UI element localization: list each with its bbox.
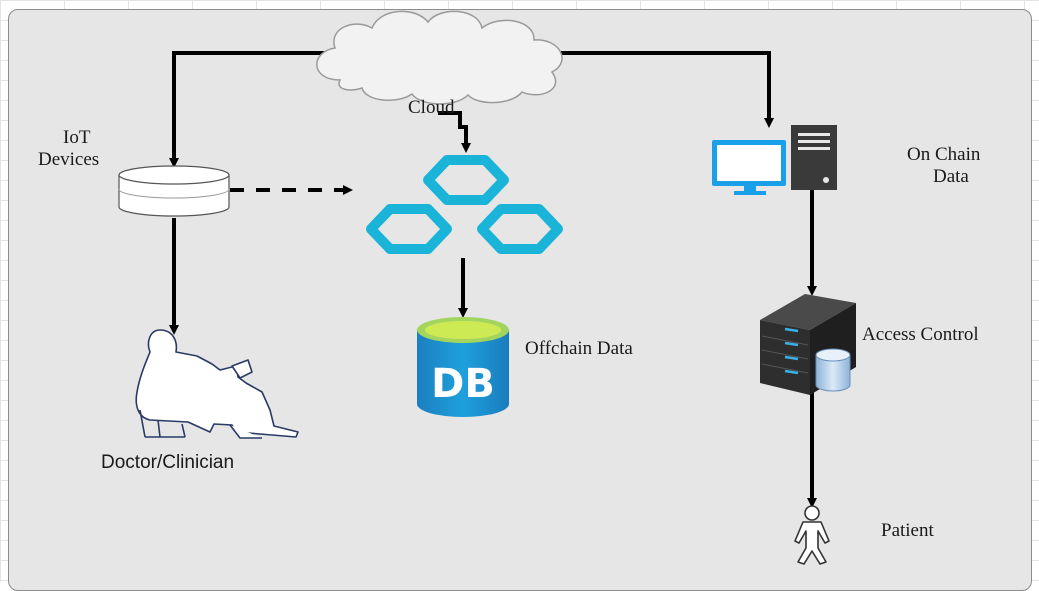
arrow-cloud-to-iot xyxy=(169,51,330,168)
on-chain-label-line2: Data xyxy=(933,166,969,187)
iot-device-icon xyxy=(118,165,230,217)
arrow-cloud-to-monitor xyxy=(557,51,774,128)
rack-server-icon xyxy=(760,294,856,395)
db-text: DB xyxy=(431,361,495,407)
arrow-cloud-to-blockchain xyxy=(438,111,471,153)
doctor-clinician-label: Doctor/Clinician xyxy=(101,452,235,473)
on-chain-label-line1: On Chain xyxy=(907,144,981,165)
doctor-icon xyxy=(135,329,299,439)
connectors xyxy=(169,51,817,508)
cloud-label: Cloud xyxy=(408,97,455,118)
iot-label-line1: IoT xyxy=(63,127,91,148)
monitor-icon xyxy=(712,140,786,195)
database-icon: DB xyxy=(417,317,509,417)
offchain-data-label: Offchain Data xyxy=(525,338,633,359)
patient-label: Patient xyxy=(881,520,934,541)
blockchain-hexagons-icon xyxy=(366,155,563,254)
server-tower-icon xyxy=(791,125,837,190)
patient-icon xyxy=(794,505,830,565)
iot-label-line2: Devices xyxy=(38,149,100,170)
access-control-label: Access Control xyxy=(862,324,979,345)
diagram-panel xyxy=(8,9,1032,591)
cloud-icon xyxy=(316,10,563,105)
